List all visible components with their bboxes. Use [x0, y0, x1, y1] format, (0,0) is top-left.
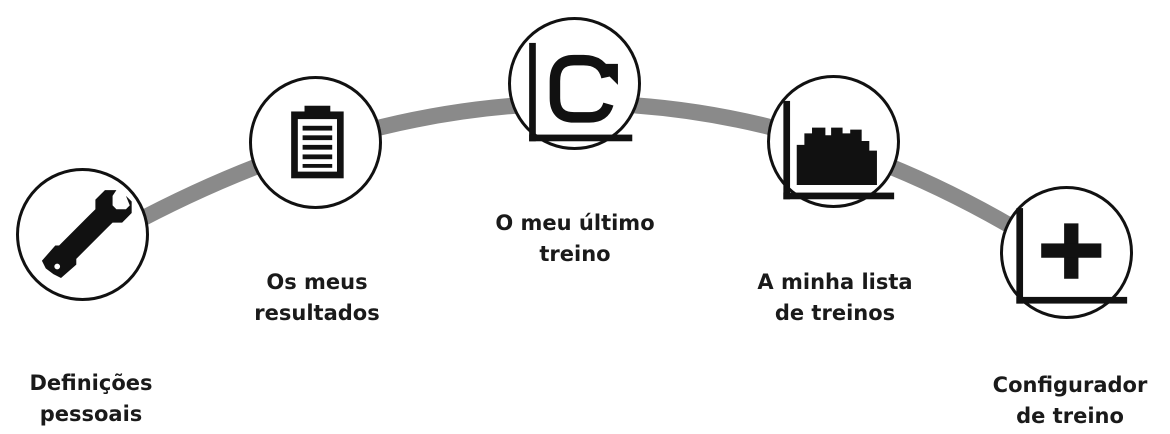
settings-label-line1: Definições	[29, 371, 153, 395]
results-label-line1: Os meus	[266, 270, 368, 294]
workout-list-label-line2: de treinos	[774, 301, 896, 325]
settings-button[interactable]	[16, 168, 149, 301]
wrench-icon	[41, 190, 132, 278]
settings-label[interactable]: Definições pessoais	[0, 368, 182, 430]
results-label[interactable]: Os meus resultados	[236, 267, 398, 329]
workout-list-label[interactable]: A minha lista de treinos	[735, 267, 935, 329]
last-workout-button[interactable]	[508, 17, 641, 150]
results-label-line2: resultados	[254, 301, 380, 325]
last-workout-label[interactable]: O meu último treino	[480, 208, 670, 270]
configurator-label[interactable]: Configurador de treino	[975, 370, 1165, 432]
profile-chart-icon	[783, 100, 895, 200]
plus-chart-icon	[1016, 208, 1128, 304]
results-button[interactable]	[249, 76, 382, 209]
repeat-chart-icon	[529, 42, 633, 142]
clipboard-icon	[291, 105, 344, 179]
settings-label-line2: pessoais	[39, 402, 143, 426]
workout-list-label-line1: A minha lista	[757, 270, 913, 294]
configurator-label-line1: Configurador	[992, 373, 1148, 397]
configurator-label-line2: de treino	[1016, 404, 1124, 428]
last-workout-label-line2: treino	[539, 242, 611, 266]
workout-list-button[interactable]	[767, 75, 900, 208]
configurator-button[interactable]	[1000, 186, 1133, 319]
last-workout-label-line1: O meu último	[495, 211, 655, 235]
